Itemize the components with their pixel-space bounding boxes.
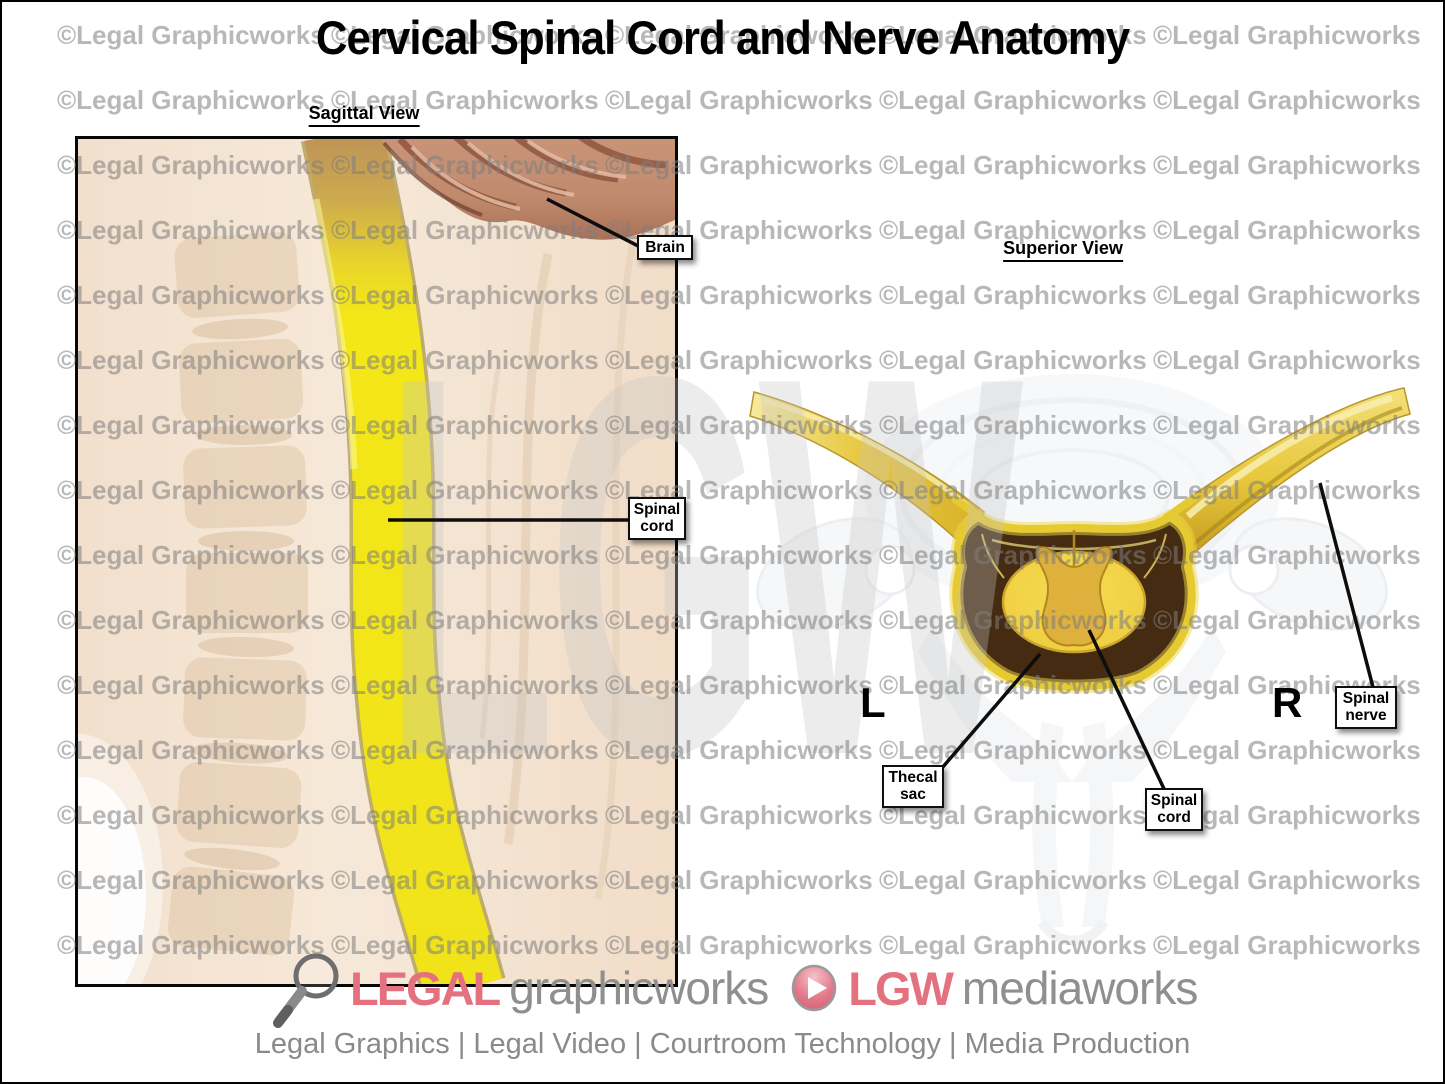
- thecal-sac-label: Thecal sac: [882, 765, 944, 808]
- watermark-text: ©Legal Graphicworks: [57, 85, 325, 115]
- superior-anatomy-illustration: [749, 374, 1411, 946]
- spinal-cord-illustration: [300, 139, 506, 984]
- footer-tagline: Legal Graphics | Legal Video | Courtroom…: [254, 1028, 1191, 1060]
- soft-tissue-faint: [479, 233, 638, 900]
- spinal-nerve-label: Spinal nerve: [1335, 686, 1397, 729]
- sagittal-anatomy-illustration: [78, 139, 675, 984]
- magnifier-icon: [264, 944, 342, 1032]
- watermark-text: ©Legal Graphicworks: [879, 150, 1147, 180]
- brain-label: Brain: [637, 235, 693, 261]
- brand-lgw-accent: LGW: [848, 961, 954, 1015]
- sagittal-view-heading: Sagittal View: [308, 103, 420, 127]
- right-side-marker: R: [1272, 679, 1303, 726]
- page-title: Cervical Spinal Cord and Nerve Anatomy: [315, 11, 1130, 64]
- vertebral-column-faint: [167, 232, 308, 956]
- watermark-text: ©Legal Graphicworks: [1153, 85, 1421, 115]
- play-icon: [790, 963, 838, 1013]
- sagittal-view-panel: [75, 136, 678, 987]
- spinal-cord-cross-section-illustration: [981, 530, 1167, 654]
- watermark-text: ©Legal Graphicworks: [605, 85, 873, 115]
- watermark-text: ©Legal Graphicworks: [879, 280, 1147, 310]
- footer-brand-row: LEGAL graphicworks LGW mediaworks: [264, 953, 1198, 1028]
- right-spinal-nerve-illustration: [1171, 387, 1411, 562]
- brand-legal-accent: LEGAL: [350, 961, 501, 1015]
- brand-mediaworks: mediaworks: [961, 962, 1198, 1014]
- body-silhouette-faint: [78, 734, 163, 984]
- watermark-text: ©Legal Graphicworks: [1153, 280, 1421, 310]
- watermark-text: ©Legal Graphicworks: [1153, 150, 1421, 180]
- sagittal-spinal-cord-label: Spinal cord: [628, 497, 686, 540]
- superior-view-panel: [742, 362, 1442, 962]
- watermark-text: ©Legal Graphicworks: [879, 85, 1147, 115]
- superior-spinal-cord-label: Spinal cord: [1145, 788, 1203, 831]
- superior-view-heading: Superior View: [1003, 238, 1123, 262]
- left-side-marker: L: [860, 679, 886, 726]
- watermark-text: ©Legal Graphicworks: [1153, 215, 1421, 245]
- brand-graphicworks: graphicworks: [509, 962, 769, 1014]
